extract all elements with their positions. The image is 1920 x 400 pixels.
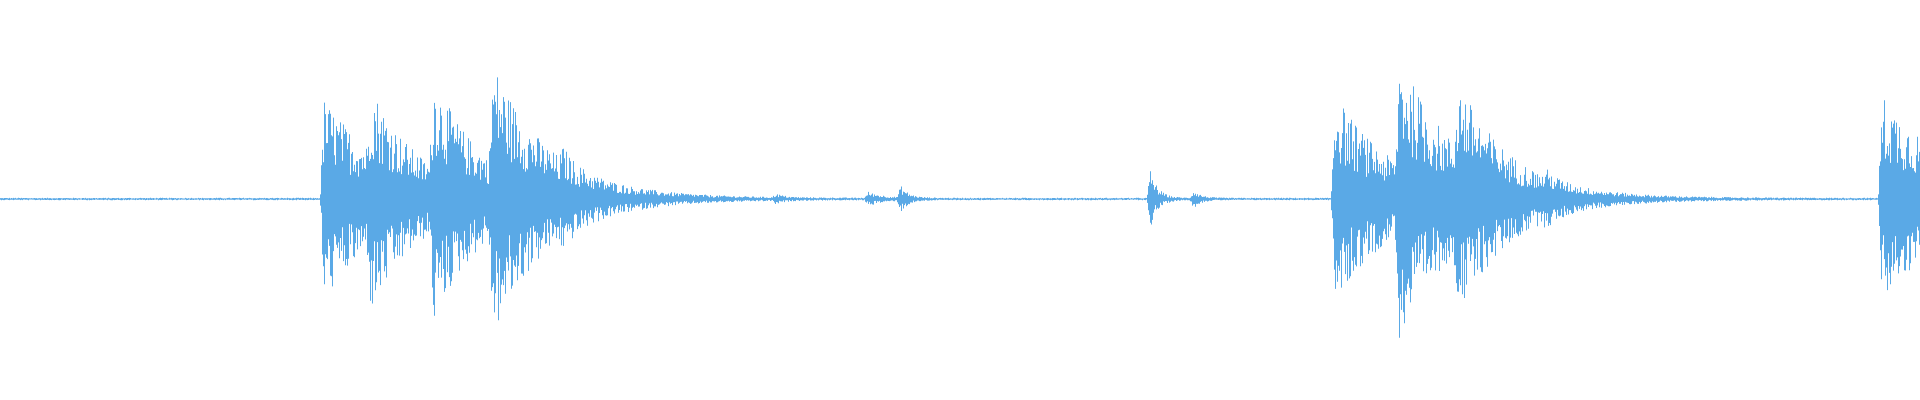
waveform-path [0, 77, 1920, 338]
